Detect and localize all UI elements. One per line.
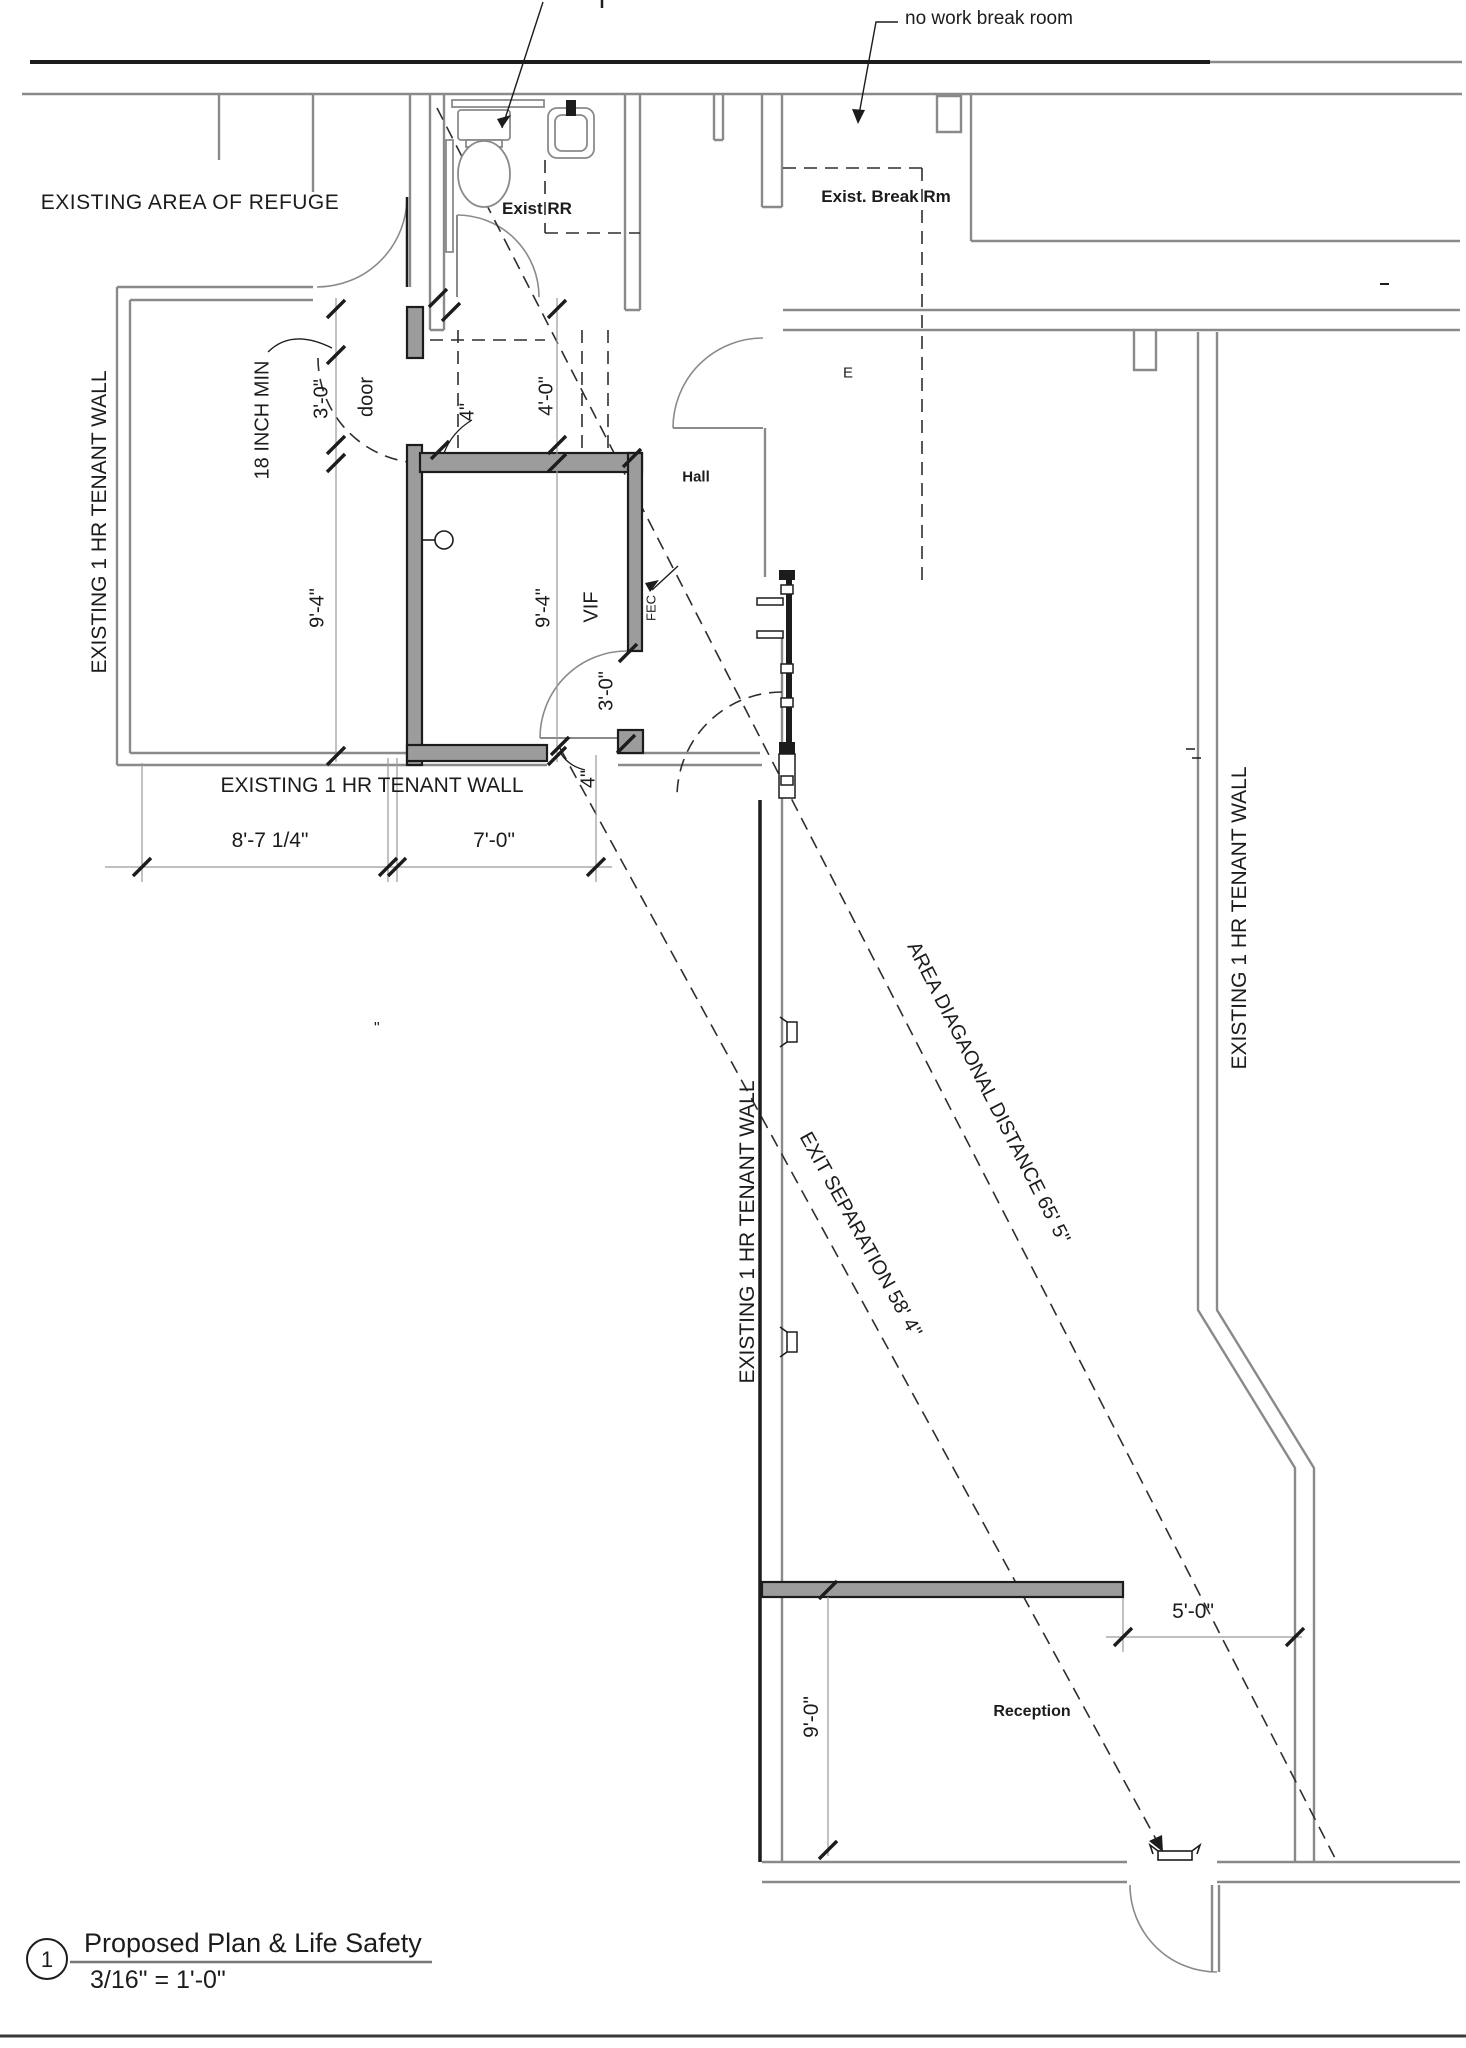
exist-break-rm-label: Exist. Break Rm (821, 187, 951, 206)
sink-faucet (566, 100, 576, 116)
strike-icon (786, 1021, 798, 1043)
grab-bar-top (451, 99, 545, 108)
sink-basin (554, 114, 588, 152)
dashed-lines (317, 107, 1338, 1863)
tenant-wall-bottom-label: EXISTING 1 HR TENANT WALL (220, 774, 524, 797)
drawing-title: Proposed Plan & Life Safety (84, 1928, 422, 1958)
reception-label: Reception (993, 1703, 1071, 1720)
dim-3-0-door: 3'-0" (595, 671, 618, 711)
panic-bar-icon (1157, 1850, 1193, 1861)
dimension-lines (105, 298, 1302, 1856)
door-hardware (422, 530, 1202, 1861)
break-room-dashed-boundary (783, 167, 923, 580)
dim-5-0: 5'-0" (1172, 1600, 1214, 1623)
fec-label: FEC (643, 595, 659, 621)
storefront-assembly (756, 570, 796, 1862)
exist-rr-label: Exist RR (502, 199, 572, 218)
area-diagonal-line (436, 107, 1338, 1863)
no-work-break-room-callout: no work break room (905, 8, 1073, 29)
fec-leader (651, 565, 679, 591)
detail-bubble (26, 1938, 432, 1980)
dim-3-0-upper: 3'-0" (310, 379, 333, 419)
dim-4-upper: 4" (456, 402, 479, 422)
dim-7-0: 7'-0" (473, 829, 515, 852)
tenant-wall-right-label: EXISTING 1 HR TENANT WALL (1228, 766, 1251, 1070)
dim-9-4-right: 9'-4" (532, 588, 555, 628)
dim-9-4-left: 9'-4" (306, 588, 329, 628)
e-room-label: E (842, 364, 854, 382)
reception-new-wall (760, 1580, 1125, 1599)
new-walls (405, 305, 1125, 1599)
detail-number: 1 (40, 1947, 54, 1972)
dim-9-0: 9'-0" (800, 1696, 823, 1738)
restroom-fixtures (445, 99, 595, 253)
toilet-bowl (457, 140, 511, 208)
dim-4-0: 4'-0" (535, 376, 558, 416)
tenant-wall-middle-label: EXISTING 1 HR TENANT WALL (736, 1080, 759, 1384)
dim-18-inch-min: 18 INCH MIN (251, 360, 274, 480)
stray-quote-mark: " (374, 1020, 380, 1037)
dimension-ticks (131, 287, 1306, 1861)
grab-bar-side (445, 139, 454, 253)
strike-icon (786, 1331, 798, 1353)
arrowheads (497, 109, 1163, 1852)
door-knob-icon (434, 530, 454, 550)
door-label: door (355, 376, 378, 418)
exit-separation-line (559, 747, 1164, 1853)
area-of-refuge-label: EXISTING AREA OF REFUGE (40, 191, 340, 214)
top-heavy-wall-line (0, 60, 1466, 2038)
drawing-scale: 3/16" = 1'-0" (90, 1966, 226, 1994)
existing-walls (22, 60, 1462, 1972)
dim-4-lower: 4" (577, 769, 600, 789)
vif-label: VIF (580, 591, 603, 623)
tenant-wall-left-label: EXISTING 1 HR TENANT WALL (88, 370, 111, 674)
hall-label: Hall (682, 468, 710, 486)
dim-8-7-quarter: 8'-7 1/4" (231, 829, 309, 852)
leaders (267, 0, 1389, 771)
door-swing-arcs (316, 196, 1218, 1973)
